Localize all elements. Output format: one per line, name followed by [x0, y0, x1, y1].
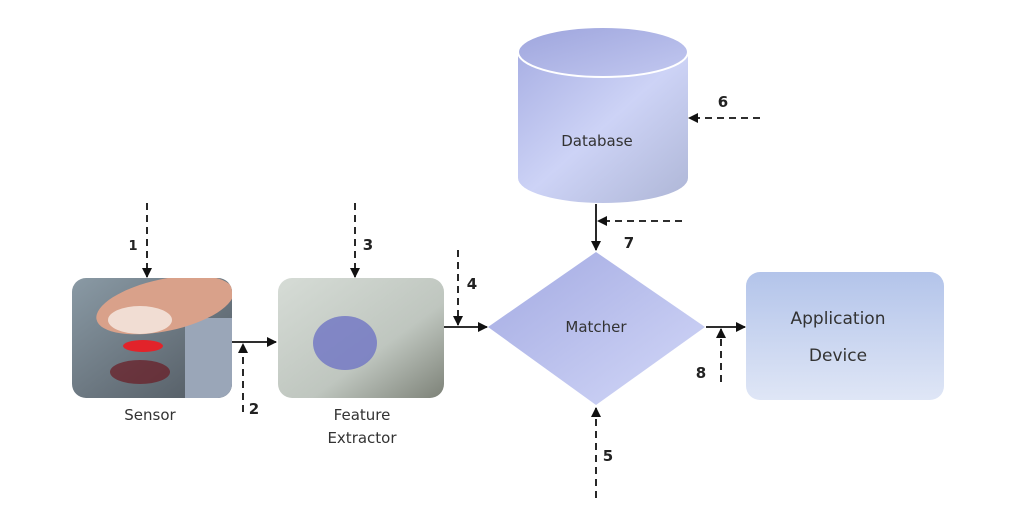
attack-label-1: 1: [128, 239, 137, 254]
feature-extractor-label-1: Feature: [334, 406, 391, 424]
matcher-node: Matcher: [488, 252, 705, 405]
matcher-label: Matcher: [565, 318, 627, 336]
attack-label-3: 3: [363, 236, 373, 254]
application-label-2: Device: [809, 346, 867, 366]
application-device-node: Application Device: [746, 272, 944, 400]
attack-label-2: 2: [249, 400, 259, 418]
sensor-node: Sensor: [72, 278, 232, 424]
attack-label-8: 8: [696, 364, 706, 382]
fingerprint-icon: [313, 316, 377, 370]
database-label: Database: [561, 132, 633, 150]
attack-label-5: 5: [603, 447, 613, 465]
attack-label-4: 4: [467, 275, 477, 293]
attack-label-6: 6: [718, 93, 728, 111]
sensor-image: [72, 278, 232, 398]
database-node: Database: [517, 26, 689, 203]
sensor-label: Sensor: [124, 406, 176, 424]
feature-extractor-node: Feature Extractor: [278, 278, 444, 447]
application-label-1: Application: [791, 309, 886, 329]
attack-label-7: 7: [624, 234, 634, 252]
feature-extractor-label-2: Extractor: [327, 429, 397, 447]
